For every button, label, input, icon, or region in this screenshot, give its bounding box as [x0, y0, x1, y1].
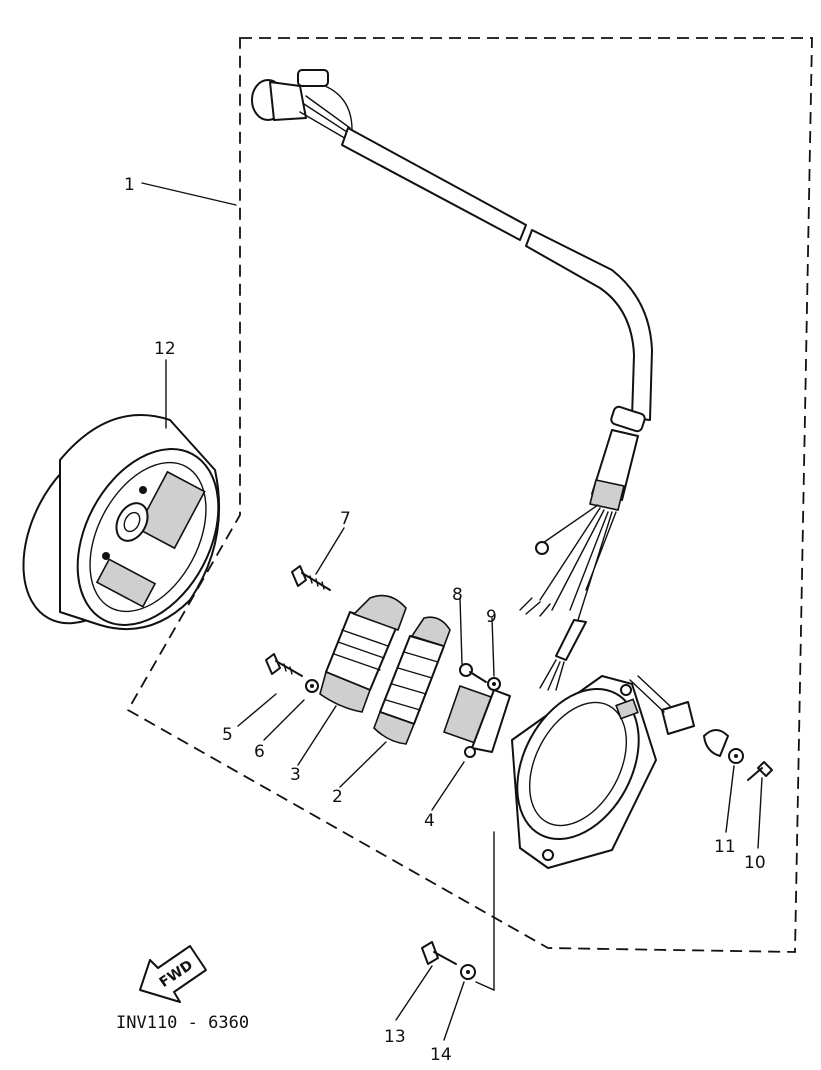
callout-10: 10	[744, 853, 766, 873]
callouts: 1 2 3 4 5 6 7 8 9 10 11 12 13 14	[124, 175, 766, 1065]
bolt-13	[421, 941, 457, 965]
callout-14: 14	[430, 1045, 452, 1065]
callout-1: 1	[124, 175, 135, 195]
screw-10	[747, 761, 773, 781]
pulser-bracket	[442, 684, 511, 758]
callout-12: 12	[154, 339, 176, 359]
washer-9	[487, 677, 501, 691]
callout-7: 7	[340, 509, 351, 529]
lead-clip	[629, 675, 729, 757]
washer-11	[728, 748, 744, 764]
callout-6: 6	[254, 742, 265, 762]
callout-4: 4	[424, 811, 435, 831]
callout-5: 5	[222, 725, 233, 745]
leader-lines	[141, 182, 763, 1041]
stator-base	[511, 675, 657, 869]
charge-coil	[319, 594, 407, 713]
forward-direction-arrow: FWD	[139, 945, 207, 1003]
screw-8	[459, 663, 487, 683]
screw-5	[265, 653, 303, 677]
assembly-boundary	[126, 37, 813, 953]
pulser-coil	[373, 616, 451, 745]
callout-9: 9	[486, 607, 497, 627]
screw-7	[291, 565, 331, 591]
wire-harness	[251, 69, 653, 691]
callout-3: 3	[290, 765, 301, 785]
callout-13: 13	[384, 1027, 406, 1047]
callout-2: 2	[332, 787, 343, 807]
washer-14	[460, 964, 476, 980]
callout-8: 8	[452, 585, 463, 605]
bolt-axis-line	[475, 831, 495, 992]
diagram-code: INV110 - 6360	[116, 1013, 249, 1033]
callout-11: 11	[714, 837, 736, 857]
flywheel-rotor	[22, 414, 221, 631]
washer-6	[305, 679, 319, 693]
